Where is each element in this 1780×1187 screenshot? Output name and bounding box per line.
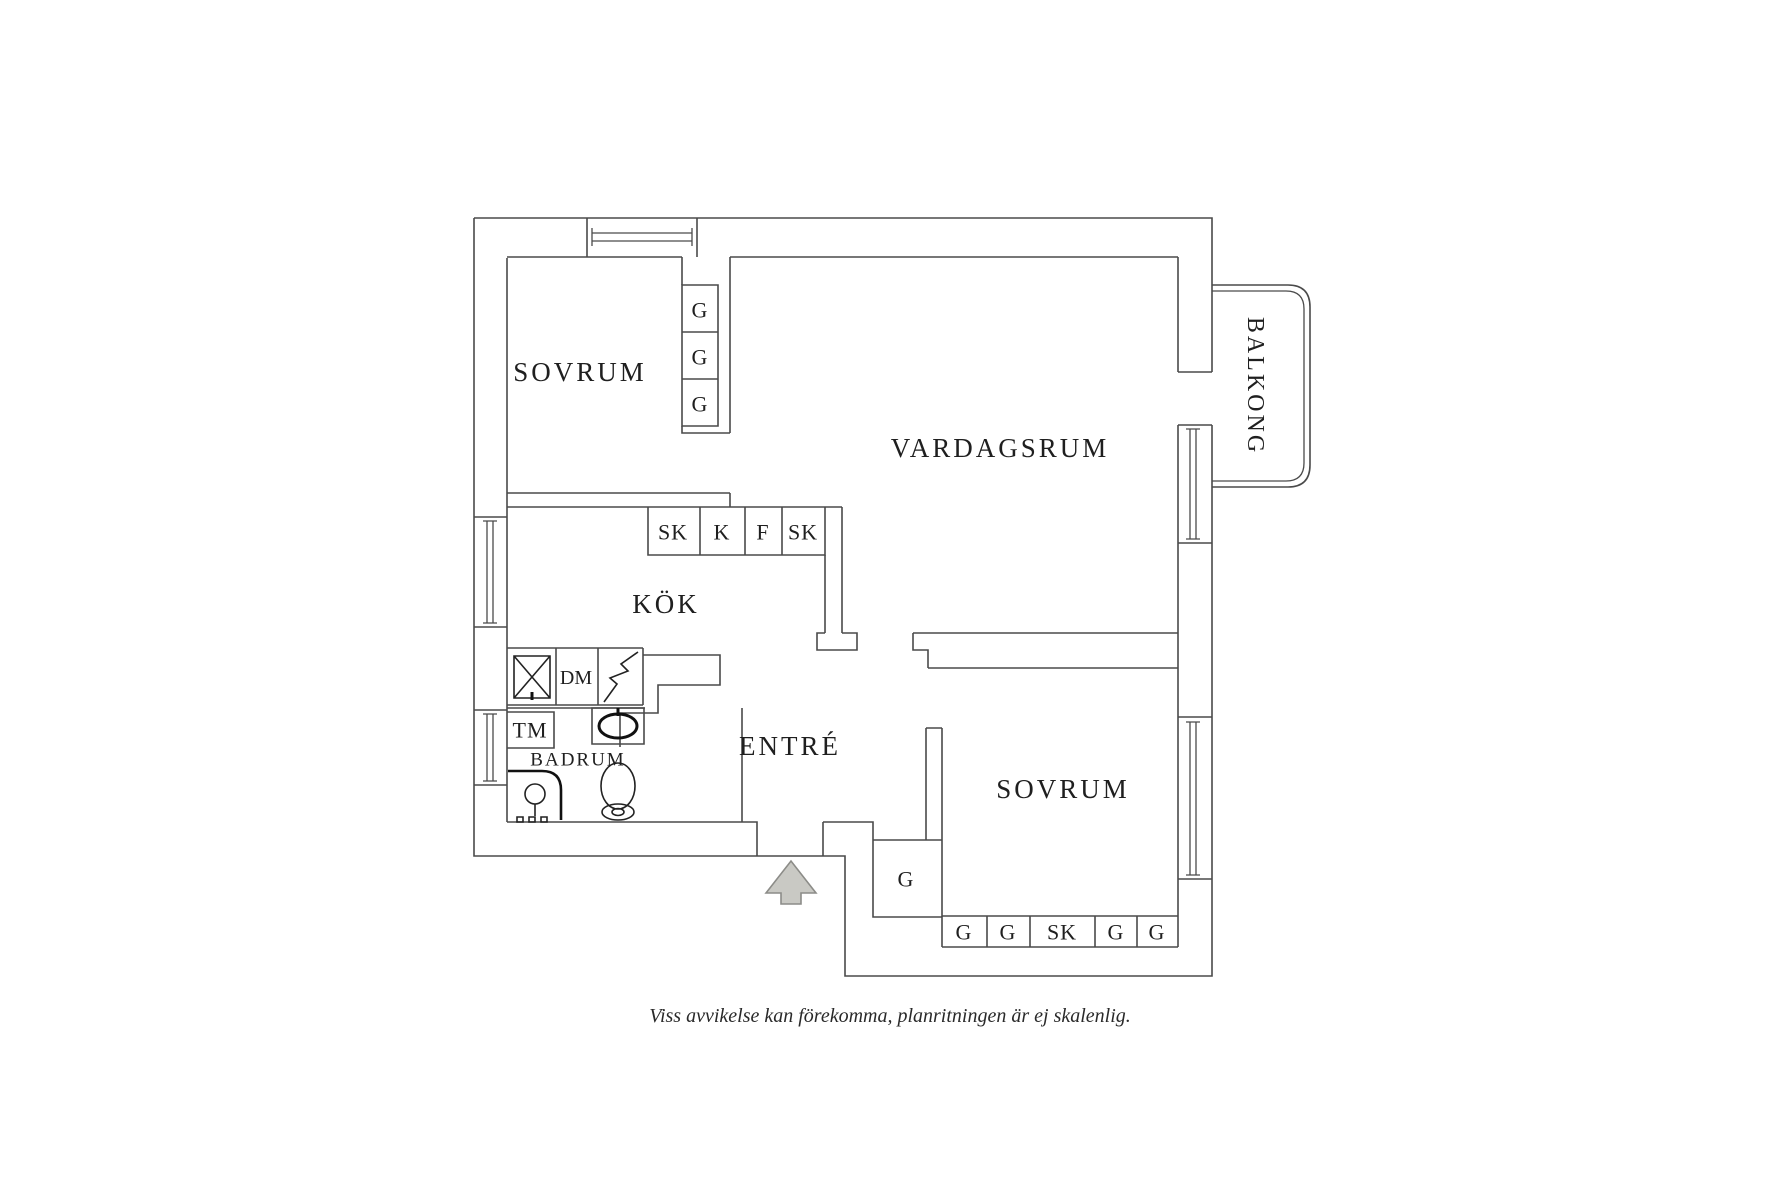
toilet-icon [600, 762, 636, 821]
interior-walls [506, 256, 1212, 948]
closet-label-g-1: G [692, 298, 709, 323]
sink-icon [513, 655, 551, 700]
balcony-outline [1212, 284, 1311, 488]
closet-label-g-3: G [692, 392, 709, 417]
kitchen-cabinet-row [647, 507, 826, 556]
shower-icon [508, 769, 563, 823]
kitchen-counter [507, 647, 644, 706]
bedroom2-closet-label-1: G [956, 920, 973, 945]
room-label-living-room: VARDAGSRUM [891, 433, 1110, 463]
closet-column-boxes [681, 284, 719, 427]
cabinet-label-k: K [714, 520, 731, 545]
bedroom2-closet-label-3: SK [1047, 920, 1077, 945]
room-labels: SOVRUM VARDAGSRUM KÖK ENTRÉ BADRUM SOVRU… [513, 317, 1268, 804]
washbasin-icon [591, 707, 645, 745]
window-glyph-top [591, 228, 693, 246]
windows [474, 428, 1200, 876]
bedroom2-closet-label-5: G [1149, 920, 1166, 945]
bedroom2-closet-label-2: G [1000, 920, 1017, 945]
footer-disclaimer: Viss avvikelse kan förekomma, planritnin… [649, 1005, 1131, 1027]
room-label-balcony: BALKONG [1242, 317, 1268, 455]
cabinet-label-sk-2: SK [788, 520, 818, 545]
hall-closet-label-g: G [898, 867, 915, 892]
window-glyph-kitchen [483, 520, 497, 624]
cabinet-label-f: F [756, 520, 769, 545]
room-label-bedroom-1: SOVRUM [513, 357, 647, 387]
room-label-kitchen: KÖK [632, 589, 700, 619]
exterior-walls [473, 217, 1213, 977]
bathroom-fixtures [507, 707, 645, 823]
stove-icon [603, 651, 639, 703]
window-glyph-bathroom [483, 713, 497, 782]
washing-machine-label: TM [513, 718, 548, 743]
washing-machine-box [507, 711, 555, 749]
top-window-bay [586, 218, 698, 257]
cabinet-label-sk-1: SK [658, 520, 688, 545]
bedroom2-closet-row [941, 915, 1178, 948]
room-label-entry: ENTRÉ [739, 731, 841, 761]
room-label-bedroom-2: SOVRUM [996, 774, 1130, 804]
window-glyph-bedroom2 [1186, 721, 1200, 876]
closet-labels: G G G SK K F SK G G G SK G G DM TM [513, 298, 1166, 945]
entrance-arrow-icon [764, 859, 818, 905]
room-label-bathroom: BADRUM [530, 750, 625, 771]
closet-label-g-2: G [692, 345, 709, 370]
dishwasher-label: DM [560, 667, 592, 689]
bedroom2-closet-label-4: G [1108, 920, 1125, 945]
window-glyph-livingroom [1186, 428, 1200, 540]
